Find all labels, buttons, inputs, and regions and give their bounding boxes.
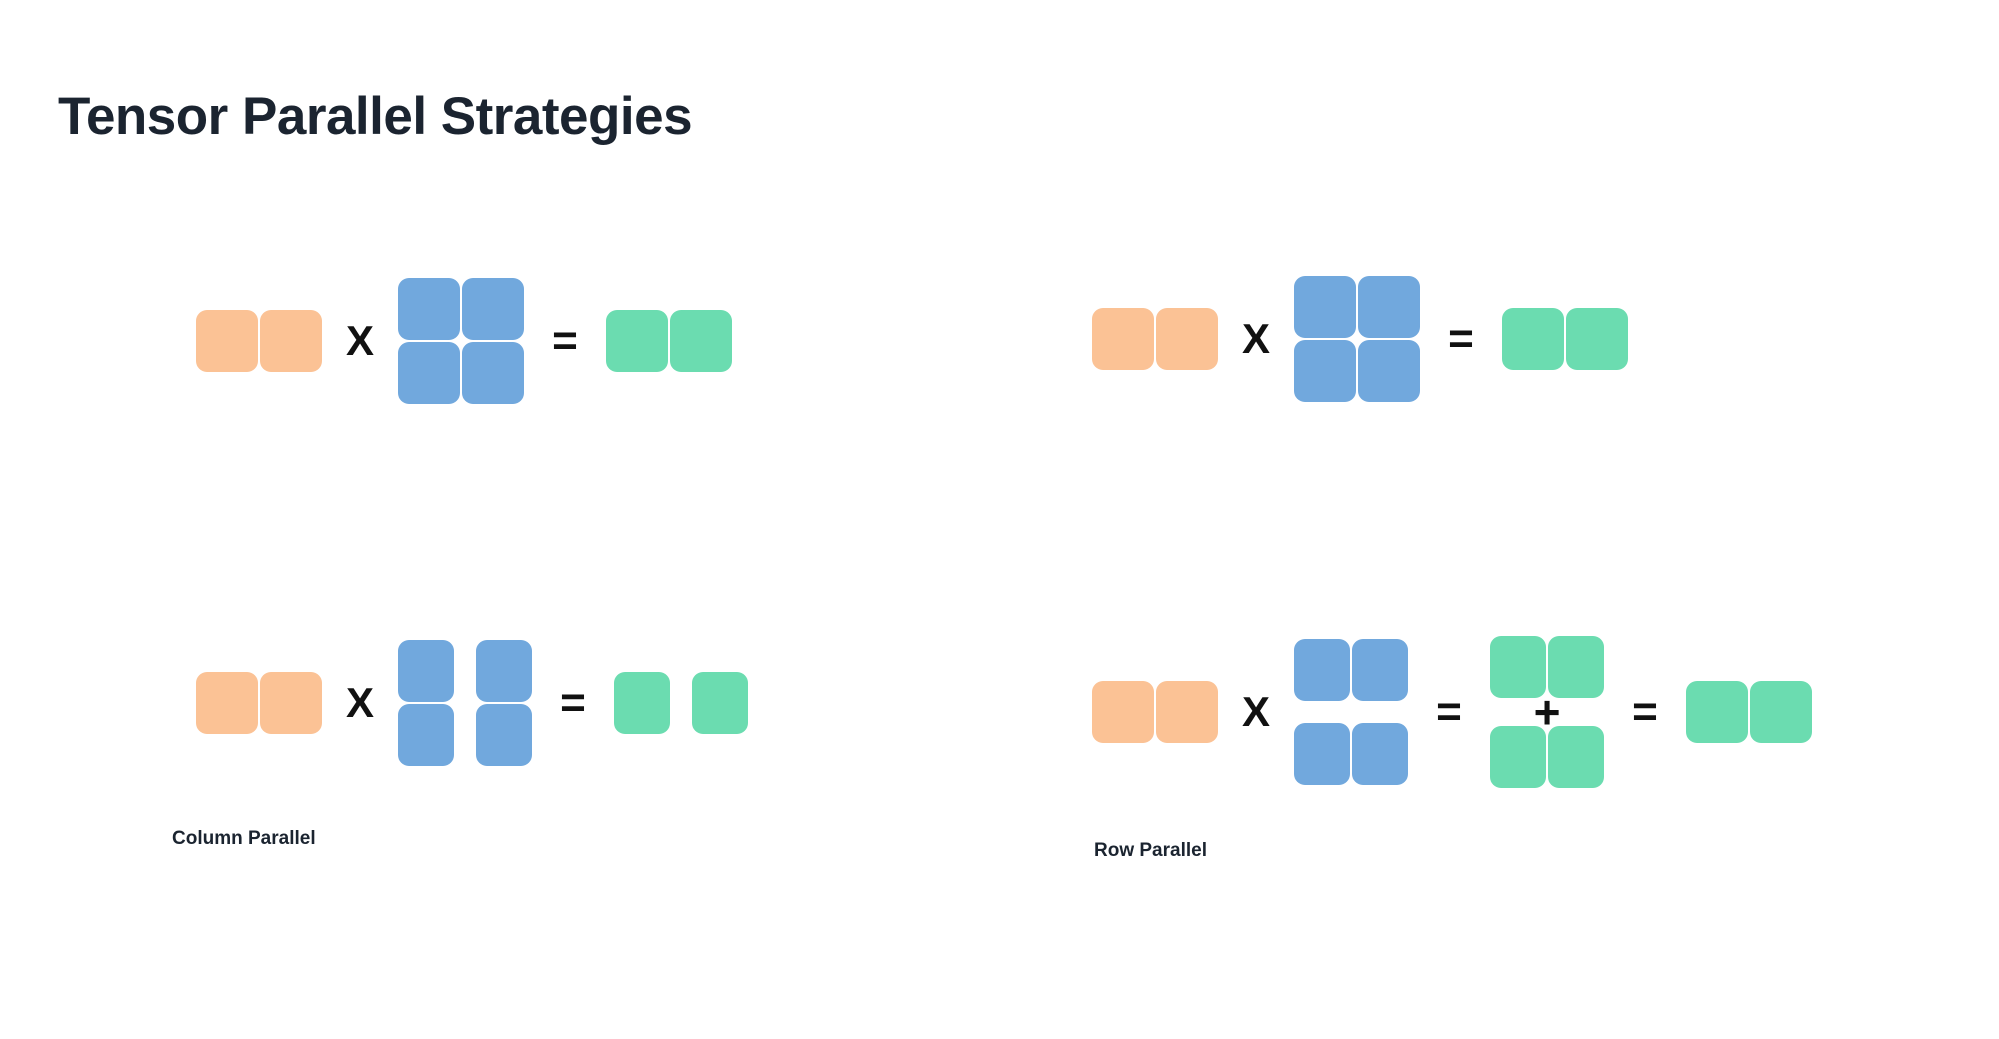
tile-blue xyxy=(398,704,454,766)
diagram-column-parallel-unsharded: X = xyxy=(196,278,732,404)
matrix-row xyxy=(1092,681,1218,743)
input-matrix-orange xyxy=(1092,308,1218,370)
weight-matrix-blue xyxy=(398,278,524,404)
caption-column-parallel: Column Parallel xyxy=(172,828,316,849)
operator-times: X xyxy=(1241,688,1270,735)
diagram-row-parallel-sharded: X = + = xyxy=(1092,636,1812,788)
matrix-row xyxy=(1294,723,1408,785)
matrix-row xyxy=(1502,308,1628,370)
matrix-row xyxy=(606,310,732,372)
input-matrix-orange xyxy=(1092,681,1218,743)
input-matrix-orange xyxy=(196,310,322,372)
matrix-row xyxy=(398,342,524,404)
weight-matrix-blue-column-split xyxy=(398,640,532,766)
partial-sum-matrix xyxy=(1490,636,1604,698)
operator-equals: = xyxy=(1448,314,1474,363)
tile-green xyxy=(1490,636,1546,698)
tile-green xyxy=(1566,308,1628,370)
diagram-column-parallel-sharded: X = xyxy=(196,640,748,766)
tile-blue xyxy=(462,278,524,340)
matrix-row xyxy=(398,640,532,702)
weight-matrix-blue-row-split xyxy=(1294,639,1408,785)
matrix-row xyxy=(614,672,748,734)
matrix-row xyxy=(398,278,524,340)
tile-green xyxy=(1686,681,1748,743)
matrix-row xyxy=(1294,340,1420,402)
output-matrix-green-column-split xyxy=(614,672,748,734)
tile-orange xyxy=(1092,308,1154,370)
tile-blue xyxy=(476,640,532,702)
partial-sum-separator: + xyxy=(1534,689,1561,735)
tile-orange xyxy=(260,310,322,372)
tile-blue xyxy=(476,704,532,766)
tile-green xyxy=(670,310,732,372)
diagram-row-parallel-unsharded: X = xyxy=(1092,276,1628,402)
operator-equals-final: = xyxy=(1632,687,1658,736)
input-matrix-orange xyxy=(196,672,322,734)
tile-green xyxy=(1502,308,1564,370)
weight-matrix-blue xyxy=(1294,276,1420,402)
output-matrix-green-reduced xyxy=(1686,681,1812,743)
tile-orange xyxy=(260,672,322,734)
partial-sums-group: + xyxy=(1490,636,1604,788)
operator-times: X xyxy=(345,679,374,726)
matrix-row xyxy=(1092,308,1218,370)
tile-green xyxy=(692,672,748,734)
tile-green xyxy=(1750,681,1812,743)
tile-blue xyxy=(1352,639,1408,701)
output-matrix-green xyxy=(1502,308,1628,370)
tile-blue xyxy=(462,342,524,404)
matrix-row xyxy=(1294,639,1408,701)
matrix-row xyxy=(1686,681,1812,743)
tile-blue xyxy=(1294,723,1350,785)
tile-blue xyxy=(398,278,460,340)
operator-times: X xyxy=(345,317,374,364)
tile-blue xyxy=(1358,276,1420,338)
matrix-row xyxy=(1294,276,1420,338)
operator-equals: = xyxy=(560,678,586,727)
tile-blue xyxy=(1358,340,1420,402)
partial-sum-matrix xyxy=(1490,726,1604,788)
matrix-row xyxy=(398,704,532,766)
operator-times: X xyxy=(1241,315,1270,362)
tile-blue xyxy=(398,640,454,702)
column-shard-gap xyxy=(454,704,476,766)
tile-blue xyxy=(398,342,460,404)
tile-green xyxy=(1548,726,1604,788)
operator-equals: = xyxy=(1436,687,1462,736)
tile-orange xyxy=(196,310,258,372)
caption-row-parallel: Row Parallel xyxy=(1094,840,1207,861)
output-matrix-green xyxy=(606,310,732,372)
tile-orange xyxy=(1156,681,1218,743)
tile-orange xyxy=(1156,308,1218,370)
tile-green xyxy=(614,672,670,734)
tile-green xyxy=(1548,636,1604,698)
row-shard-gap xyxy=(1294,701,1408,723)
matrix-row xyxy=(196,310,322,372)
column-shard-gap xyxy=(454,640,476,702)
tile-green xyxy=(1490,726,1546,788)
operator-equals: = xyxy=(552,316,578,365)
page-title: Tensor Parallel Strategies xyxy=(58,86,693,146)
tile-green xyxy=(606,310,668,372)
column-shard-gap xyxy=(670,672,692,734)
tile-blue xyxy=(1352,723,1408,785)
tile-blue xyxy=(1294,639,1350,701)
tile-blue xyxy=(1294,340,1356,402)
matrix-row xyxy=(196,672,322,734)
tile-blue xyxy=(1294,276,1356,338)
tile-orange xyxy=(196,672,258,734)
tile-orange xyxy=(1092,681,1154,743)
